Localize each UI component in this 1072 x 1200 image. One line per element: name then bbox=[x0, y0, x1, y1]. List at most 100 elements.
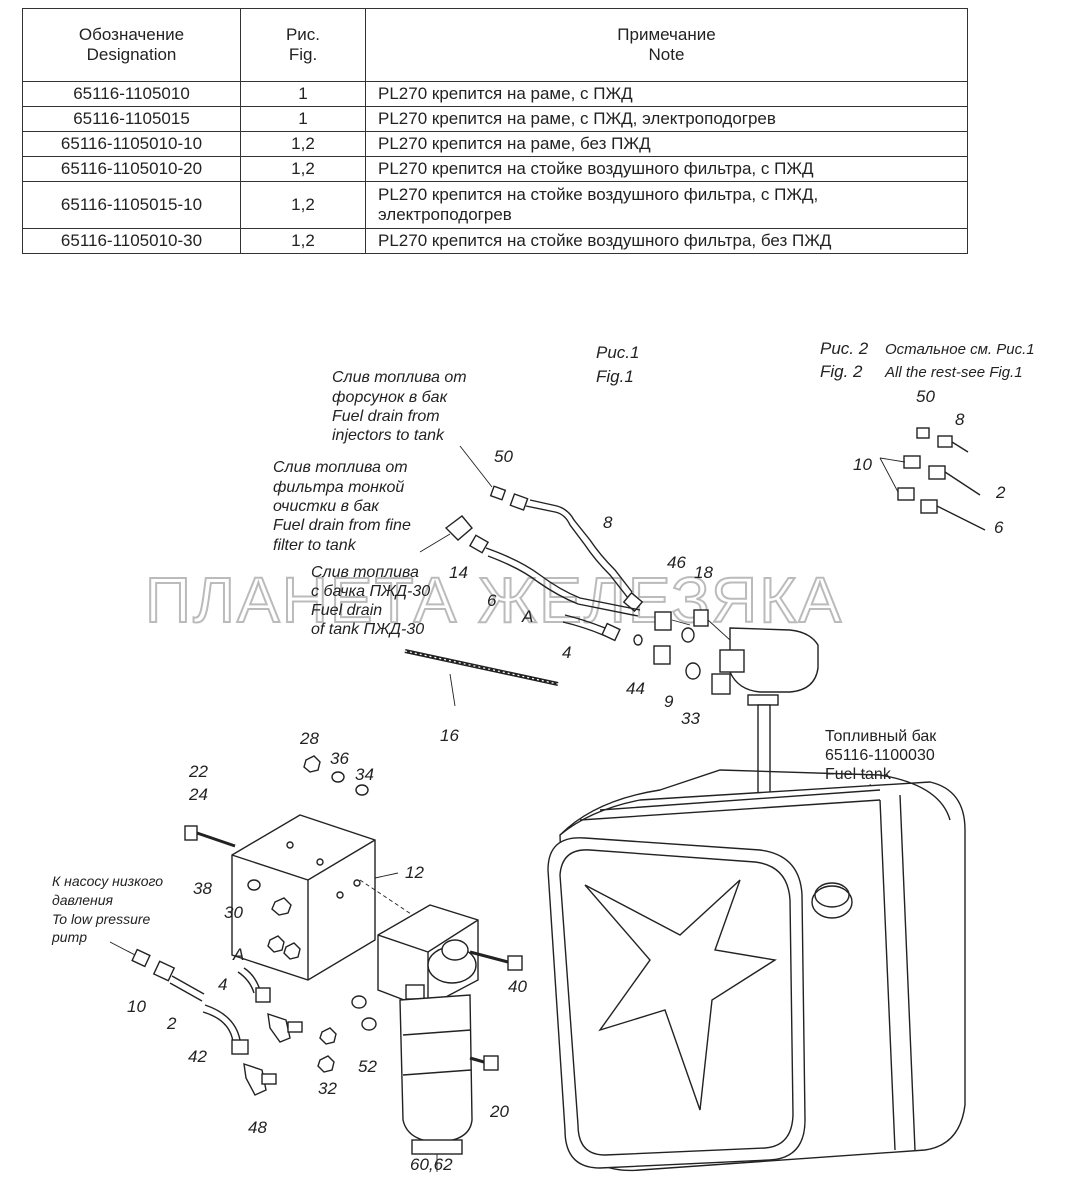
nut-2 bbox=[152, 960, 176, 982]
nut-42 bbox=[231, 1039, 249, 1055]
nut-32 bbox=[317, 1055, 335, 1073]
sensor-plug bbox=[711, 673, 731, 695]
leader-low-pressure bbox=[109, 941, 138, 957]
leader-10a-fig2 bbox=[879, 457, 906, 463]
nut-small bbox=[267, 935, 285, 953]
cell-fig: 1,2 bbox=[240, 131, 366, 157]
cell-note: PL270 крепится на стойке воздушного филь… bbox=[365, 156, 968, 182]
nut-4 bbox=[601, 622, 621, 642]
filter-drain bbox=[411, 1139, 463, 1155]
part-number: 36 bbox=[330, 749, 349, 768]
cell-note-line1: PL270 крепится на стойке воздушного филь… bbox=[378, 185, 819, 204]
annotation-line: injectors to tank bbox=[332, 427, 445, 444]
table-row: 65116-1105010-10 1,2 PL270 крепится на р… bbox=[22, 131, 968, 157]
hose-42 bbox=[204, 1004, 241, 1041]
annotation-line: Слив топлива bbox=[311, 564, 419, 581]
rod bbox=[404, 649, 559, 686]
part-number: 24 bbox=[188, 785, 208, 804]
elbow-4b bbox=[267, 1012, 291, 1043]
nut-8 bbox=[509, 493, 529, 511]
axis-line bbox=[707, 619, 731, 641]
header-designation-en: Designation bbox=[86, 45, 177, 64]
part-number: 18 bbox=[694, 563, 713, 582]
hose-8-edge bbox=[529, 499, 633, 593]
filter-ring bbox=[402, 1029, 472, 1036]
part-number: 44 bbox=[626, 679, 645, 698]
part-number: 52 bbox=[358, 1057, 377, 1076]
cell-fig: 1,2 bbox=[240, 156, 366, 182]
cell-designation: 65116-1105015 bbox=[22, 106, 241, 132]
tank-top bbox=[559, 769, 951, 836]
cell-note: PL270 крепится на стойке воздушного филь… bbox=[365, 228, 968, 254]
part-number: 6 bbox=[994, 518, 1004, 537]
part-number: 48 bbox=[248, 1118, 267, 1137]
leader-fine-filter bbox=[419, 533, 451, 553]
bolt-head-22 bbox=[184, 825, 198, 841]
cell-note: PL270 крепится на раме, без ПЖД bbox=[365, 131, 968, 157]
cell-designation: 65116-1105010-30 bbox=[22, 228, 241, 254]
header-fig-en: Fig. bbox=[288, 45, 318, 64]
hose-6-fig2 bbox=[936, 505, 986, 531]
table-row: 65116-1105010-30 1,2 PL270 крепится на с… bbox=[22, 228, 968, 254]
annotation-line: of tank ПЖД-30 bbox=[311, 621, 424, 638]
part-number: 33 bbox=[681, 709, 700, 728]
washer-33 bbox=[685, 662, 701, 680]
header-fig: Рис.Fig. bbox=[240, 8, 366, 82]
bracket-hole bbox=[336, 891, 344, 899]
cell-fig: 1 bbox=[240, 81, 366, 107]
elbow-4b-end bbox=[287, 1021, 303, 1033]
watermark: ПЛАНЕТА ЖЕЛЕЗЯКА bbox=[145, 564, 843, 636]
bracket-plate bbox=[231, 814, 376, 981]
tank-emboss bbox=[584, 879, 777, 1111]
part-number: 60,62 bbox=[410, 1155, 453, 1174]
annotation-line: pump bbox=[51, 929, 87, 945]
nut-8-end bbox=[622, 591, 644, 613]
sensor-flange bbox=[747, 694, 779, 706]
header-fig-ru: Рис. bbox=[285, 25, 321, 44]
fig1-title-en: Fig.1 bbox=[596, 367, 634, 386]
bracket-fasteners bbox=[184, 755, 369, 960]
upper-hoses bbox=[444, 485, 731, 680]
part-number: 12 bbox=[405, 863, 424, 882]
part-number: 10 bbox=[853, 455, 872, 474]
filter-bowl bbox=[399, 994, 473, 1143]
washer-36 bbox=[331, 771, 345, 783]
part-number: 2 bbox=[166, 1014, 177, 1033]
hose-6-edge bbox=[487, 555, 639, 617]
part-number: 20 bbox=[489, 1102, 509, 1121]
annotation-line: фильтра тонкой bbox=[273, 479, 404, 496]
filter-ring bbox=[402, 1069, 472, 1076]
fig2-note-en: All the rest-see Fig.1 bbox=[884, 364, 1023, 381]
header-note-ru: Примечание bbox=[617, 25, 716, 44]
elbow-48 bbox=[243, 1062, 267, 1096]
lower-hoses bbox=[131, 948, 303, 1096]
cell-note: PL270 крепится на раме, с ПЖД bbox=[365, 81, 968, 107]
bolt-20 bbox=[469, 1056, 485, 1064]
bolt-22 bbox=[196, 831, 236, 848]
tee-fitting-14 bbox=[444, 515, 473, 541]
axis-line bbox=[671, 619, 691, 626]
annotation-injectors: Слив топлива от форсунок в бак Fuel drai… bbox=[332, 369, 467, 444]
annotation-line: Слив топлива от bbox=[332, 369, 467, 386]
fitting-9 bbox=[653, 645, 671, 665]
cell-designation: 65116-1105010-10 bbox=[22, 131, 241, 157]
part-number: 50 bbox=[494, 447, 513, 466]
hose-2-edge bbox=[169, 982, 203, 1002]
header-designation-ru: Обозначение bbox=[78, 25, 185, 44]
part-number: 40 bbox=[508, 977, 527, 996]
fitting-46 bbox=[654, 611, 672, 631]
fitting-10 bbox=[131, 948, 151, 968]
fitting-10b-fig2 bbox=[897, 487, 915, 501]
annotation-line: с бачка ПЖД-30 bbox=[311, 583, 430, 600]
cell-designation: 65116-1105010 bbox=[22, 81, 241, 107]
filter-port bbox=[405, 984, 425, 1000]
bracket-hole bbox=[316, 858, 324, 866]
part-number: 14 bbox=[449, 563, 468, 582]
cell-fig: 1 bbox=[240, 106, 366, 132]
sensor-connector bbox=[719, 649, 745, 673]
annotation-line: filter to tank bbox=[273, 537, 357, 554]
part-number: 16 bbox=[440, 726, 459, 745]
part-number: 42 bbox=[188, 1047, 207, 1066]
